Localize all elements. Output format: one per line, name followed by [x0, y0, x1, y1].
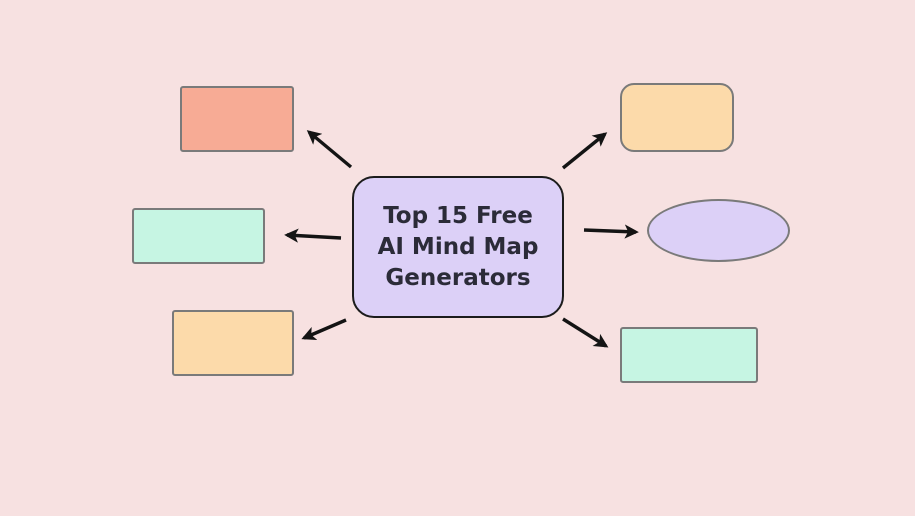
title-line-3: Generators — [385, 264, 531, 291]
title-line-1: Top 15 Free — [383, 202, 533, 229]
arrow-to-bottom-right — [562, 317, 609, 348]
node-middle-left[interactable] — [132, 208, 265, 264]
title-line-2: AI Mind Map — [377, 233, 539, 260]
node-bottom-right[interactable] — [620, 327, 758, 383]
node-top-left[interactable] — [180, 86, 294, 152]
arrow-to-top-right — [561, 132, 608, 170]
arrow-to-top-left — [306, 130, 353, 169]
arrow-to-middle-right — [583, 224, 639, 239]
node-top-right[interactable] — [620, 83, 734, 152]
arrow-to-bottom-left — [301, 318, 347, 341]
node-middle-right[interactable] — [647, 199, 790, 262]
node-bottom-left[interactable] — [172, 310, 294, 376]
central-topic-node[interactable]: Top 15 Free AI Mind Map Generators — [352, 176, 564, 318]
central-topic-title: Top 15 Free AI Mind Map Generators — [363, 201, 553, 294]
arrow-to-middle-left — [284, 228, 342, 243]
